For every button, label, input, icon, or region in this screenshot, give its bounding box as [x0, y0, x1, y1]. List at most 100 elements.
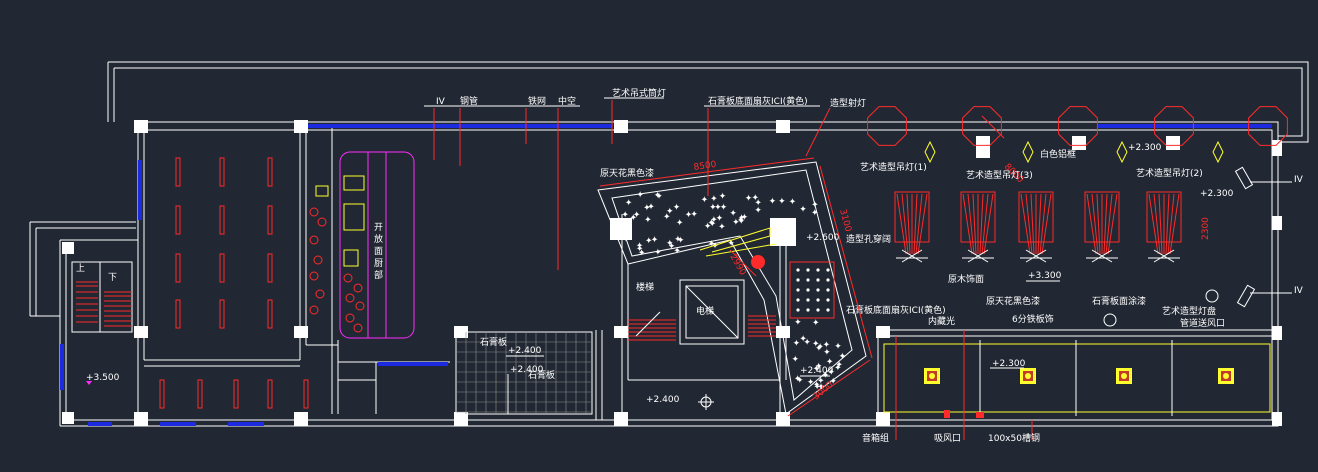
svg-text:✦: ✦ — [625, 198, 633, 208]
svg-text:✦: ✦ — [720, 203, 728, 213]
svg-text:✦: ✦ — [645, 237, 653, 247]
gypsum-board-top: 石膏板底面扇灰ICI(黄色) — [708, 95, 808, 107]
svg-text:✦: ✦ — [647, 202, 655, 212]
svg-text:✦: ✦ — [716, 214, 724, 224]
gypsum-board-mid: 石膏板底面扇灰ICI(黄色) — [846, 304, 946, 316]
shaped-downlight: 造型射灯 — [830, 97, 866, 109]
dining-table — [175, 205, 181, 235]
svg-text:✦: ✦ — [710, 194, 718, 204]
white-frame: 白色铝框 — [1040, 148, 1076, 160]
dining-table — [175, 157, 181, 187]
svg-text:✦: ✦ — [685, 210, 693, 220]
elevation-2400-c: +2.400 — [800, 366, 834, 376]
svg-text:✦: ✦ — [709, 219, 717, 229]
right-zone: 白色铝框 +2.300 +2.300 8000 2300 艺术造型吊灯(1) 艺… — [860, 106, 1304, 416]
iv-right-2: IV — [1294, 286, 1304, 296]
svg-text:✦: ✦ — [673, 246, 681, 256]
svg-text:✦: ✦ — [823, 348, 831, 358]
elevation-2400-b: +2.400 — [510, 365, 544, 375]
elevation-2400-bottom: +2.400 — [646, 395, 680, 405]
svg-text:✦: ✦ — [633, 210, 641, 220]
exhaust-vent: 吸风口 — [934, 433, 961, 444]
elevation-2400-a: +2.400 — [508, 346, 542, 356]
svg-text:✦: ✦ — [834, 364, 842, 374]
svg-text:✦: ✦ — [709, 203, 717, 213]
elevation-2300-top: +2.300 — [1128, 143, 1162, 153]
svg-text:✦: ✦ — [621, 211, 629, 221]
svg-text:✦: ✦ — [817, 382, 825, 392]
kitchen-fixture — [345, 293, 355, 303]
kitchen-fixture — [309, 235, 319, 245]
hidden-light: 内藏光 — [928, 315, 955, 327]
elevation-2300-right: +2.300 — [1200, 189, 1234, 199]
svg-text:✦: ✦ — [794, 375, 802, 385]
svg-text:✦: ✦ — [719, 192, 727, 202]
dining-table — [219, 299, 225, 329]
svg-text:✦: ✦ — [799, 205, 807, 215]
svg-text:✦: ✦ — [834, 342, 842, 352]
bay-lamp — [1020, 368, 1036, 384]
wood-trim: 原木饰面 — [948, 273, 984, 285]
svg-text:✦: ✦ — [711, 241, 719, 251]
bottom-annotations: 音箱组 吸风口 100x50槽钢 — [862, 330, 1040, 444]
svg-text:✦: ✦ — [813, 382, 821, 392]
kitchen-fixture — [353, 323, 363, 333]
ceiling-paint-black-2: 原天花黑色漆 — [986, 295, 1040, 307]
svg-text:✦: ✦ — [815, 362, 823, 372]
gypsum-board-right: 石膏板 — [528, 369, 555, 381]
svg-text:✦: ✦ — [636, 245, 644, 255]
svg-text:✦: ✦ — [690, 210, 698, 220]
kitchen-fixture — [355, 301, 365, 311]
bay-lamp — [1116, 368, 1132, 384]
art-pendant-lamp — [1146, 191, 1182, 263]
svg-text:✦: ✦ — [741, 213, 749, 223]
svg-text:✦: ✦ — [829, 377, 837, 387]
atrium-label: 中空 — [558, 95, 576, 107]
dim-3100: 3100 — [837, 208, 853, 233]
kitchen-fixture — [309, 207, 319, 217]
svg-text:✦: ✦ — [654, 248, 662, 258]
svg-text:✦: ✦ — [826, 358, 834, 368]
dining-table — [267, 253, 273, 283]
diamond-lamp — [1116, 140, 1128, 164]
svg-text:✦: ✦ — [807, 378, 815, 388]
svg-text:✦: ✦ — [823, 340, 831, 350]
kitchen-fixture — [353, 283, 363, 293]
atrium: ✦✦✦✦✦✦✦✦✦✦✦✦✦✦✦✦✦✦✦✦✦✦✦✦✦✦✦✦✦✦✦✦✦✦✦✦✦✦✦✦… — [597, 157, 946, 417]
kitchen-fixture — [313, 255, 323, 265]
art-tube-lamp: 艺术吊式筒灯 — [612, 87, 666, 99]
kitchen-fixture — [309, 271, 319, 281]
svg-text:✦: ✦ — [666, 207, 674, 217]
svg-text:✦: ✦ — [638, 248, 646, 258]
elevation-3300: +3.300 — [1028, 271, 1062, 281]
kitchen-fixture — [309, 305, 319, 315]
dining-table — [219, 253, 225, 283]
svg-text:✦: ✦ — [811, 200, 819, 210]
svg-text:✦: ✦ — [769, 197, 777, 207]
svg-text:✦: ✦ — [732, 218, 740, 228]
bay-lamp — [1218, 368, 1234, 384]
art-pendant-2: 艺术造型吊灯(2) — [1136, 167, 1203, 179]
svg-text:✦: ✦ — [708, 219, 716, 229]
dining-table — [267, 157, 273, 187]
svg-text:✦: ✦ — [745, 194, 753, 204]
dining-table — [175, 253, 181, 283]
ceiling-paint-black: 原天花黑色漆 — [600, 167, 654, 179]
pipe-vent: 管道送风口 — [1180, 317, 1225, 329]
speaker-box: 音箱组 — [862, 432, 889, 444]
svg-text:✦: ✦ — [708, 239, 716, 249]
svg-text:✦: ✦ — [677, 236, 685, 246]
art-pendant-lamp — [894, 191, 930, 263]
gypsum-paint: 石膏板面涂漆 — [1092, 295, 1146, 307]
svg-text:✦: ✦ — [803, 338, 811, 348]
svg-text:✦: ✦ — [737, 215, 745, 225]
art-lamp-disk: 艺术造型灯盘 — [1162, 305, 1216, 317]
svg-text:✦: ✦ — [754, 206, 762, 216]
svg-text:✦: ✦ — [816, 343, 824, 353]
svg-text:✦: ✦ — [811, 208, 819, 218]
dim-8500: 8500 — [693, 160, 717, 173]
shaped-perforated: 造型孔穿阔 — [846, 233, 891, 245]
svg-text:✦: ✦ — [799, 334, 807, 344]
ceiling-lamp-octagon — [962, 106, 1002, 146]
svg-text:✦: ✦ — [813, 365, 821, 375]
